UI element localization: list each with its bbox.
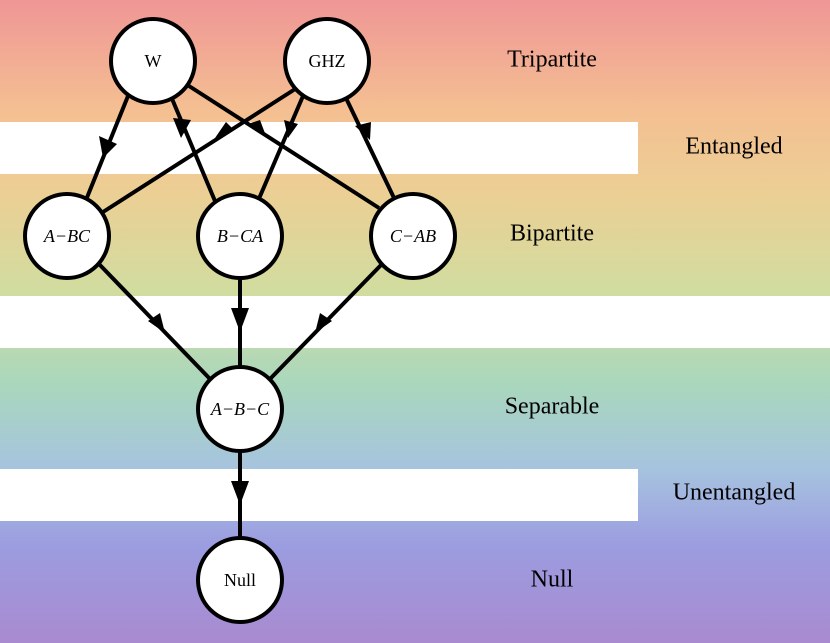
level-label-separable: Separable xyxy=(504,393,600,420)
node-a-b-c: A−B−C xyxy=(196,365,284,453)
node-null: Null xyxy=(196,536,284,624)
level-label-unentangled: Unentangled xyxy=(672,479,796,506)
node-a-bc-label: A−BC xyxy=(43,226,91,246)
node-ghz-label: GHZ xyxy=(309,51,346,71)
level-label-null: Null xyxy=(530,566,574,593)
node-a-bc: A−BC xyxy=(23,192,111,280)
arrowhead-b-ca-a-b-c xyxy=(231,308,249,332)
node-b-ca-label: B−CA xyxy=(217,226,264,246)
level-label-bipartite: Bipartite xyxy=(510,220,594,247)
arrowhead-a-b-c-null xyxy=(231,481,249,505)
arrowheads xyxy=(99,118,371,505)
arrowhead-ghz-c-ab xyxy=(355,122,371,140)
level-label-tripartite: Tripartite xyxy=(507,46,597,73)
arrowhead-w-b-ca xyxy=(173,118,191,138)
node-a-b-c-label: A−B−C xyxy=(210,399,270,419)
node-b-ca: B−CA xyxy=(196,192,284,280)
unentangled-band xyxy=(0,469,638,521)
arrowhead-ghz-a-bc xyxy=(215,122,234,138)
arrowhead-w-c-ab xyxy=(248,120,266,136)
arrowhead-ghz-b-ca xyxy=(284,120,298,138)
edge-w-c-ab xyxy=(187,84,381,210)
edge-ghz-c-ab xyxy=(343,95,397,201)
node-c-ab: C−AB xyxy=(369,192,457,280)
edge-w-b-ca xyxy=(168,93,217,202)
node-ghz: GHZ xyxy=(283,17,371,105)
edge-ghz-b-ca xyxy=(256,95,305,202)
node-w: W xyxy=(109,17,197,105)
level-label-entangled: Entangled xyxy=(685,133,783,160)
arrowhead-a-bc-a-b-c xyxy=(148,313,165,333)
node-c-ab-label: C−AB xyxy=(390,226,436,246)
edge-ghz-a-bc xyxy=(101,82,305,214)
node-null-label: Null xyxy=(224,570,256,590)
node-w-label: W xyxy=(145,51,162,71)
arrowhead-w-a-bc xyxy=(99,136,117,158)
arrowhead-c-ab-a-b-c xyxy=(315,313,332,333)
